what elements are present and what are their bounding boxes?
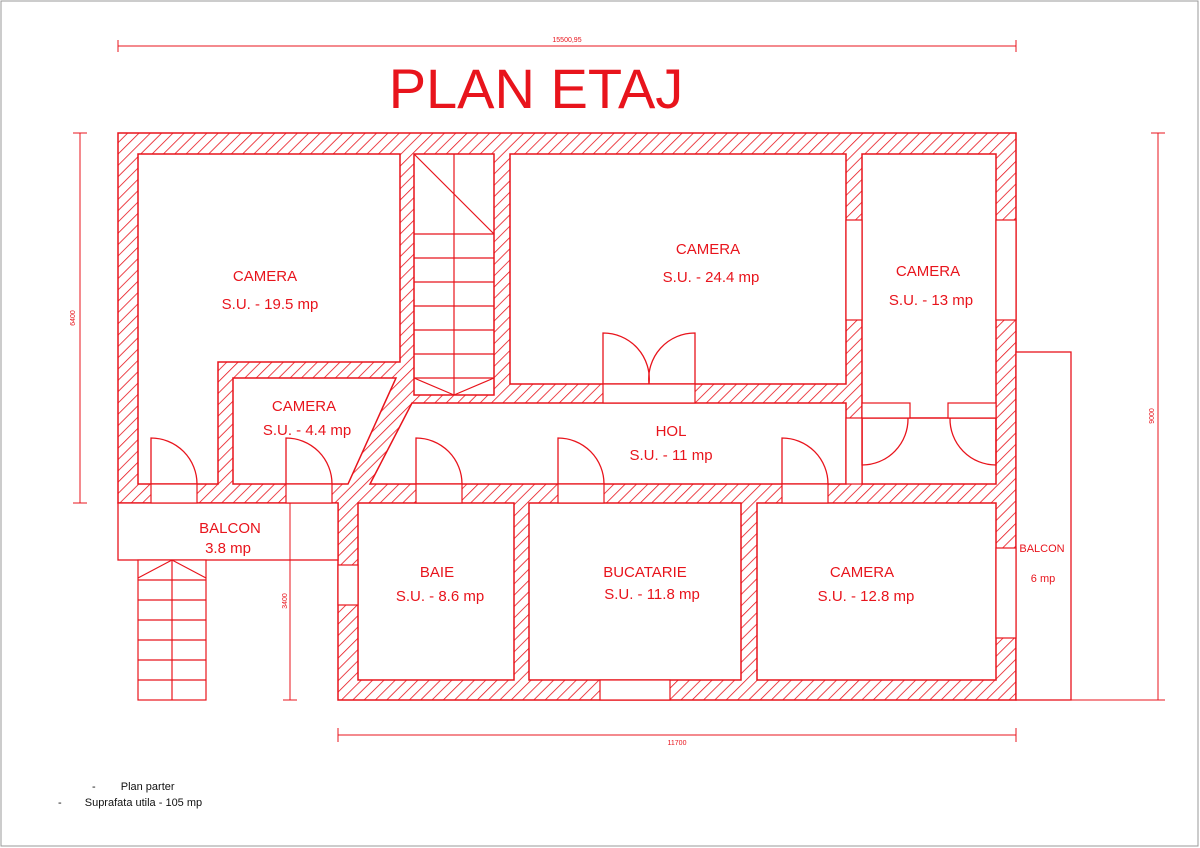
room-area: S.U. - 8.6 mp bbox=[396, 588, 484, 605]
room-area: S.U. - 11.8 mp bbox=[604, 586, 700, 603]
dim-top-total: 15500,95 bbox=[552, 37, 581, 44]
room-name: BAIE bbox=[420, 564, 454, 581]
room-area: 3.8 mp bbox=[205, 540, 251, 557]
balcony-right bbox=[1015, 351, 1072, 701]
room-name: CAMERA bbox=[896, 263, 960, 280]
room-area: S.U. - 4.4 mp bbox=[263, 422, 351, 439]
window-openings bbox=[337, 219, 1017, 701]
staircase-exterior bbox=[137, 559, 207, 701]
room-name: BUCATARIE bbox=[603, 564, 687, 581]
room-area: S.U. - 12.8 mp bbox=[818, 588, 915, 605]
plan-title: PLAN ETAJ bbox=[389, 57, 684, 120]
room-name: HOL bbox=[656, 423, 687, 440]
room-area: S.U. - 19.5 mp bbox=[222, 296, 319, 313]
dim-balcony-height: 3400 bbox=[282, 593, 289, 609]
note-text: Suprafata utila - 105 mp bbox=[84, 797, 203, 809]
staircase-main bbox=[413, 153, 495, 396]
dimension-lines bbox=[73, 40, 1165, 742]
door-gaps bbox=[150, 383, 997, 504]
room-area: S.U. - 24.4 mp bbox=[663, 269, 760, 286]
note-suprafata-utila: - Suprafata utila - 105 mp bbox=[58, 797, 202, 809]
room-labels: CAMERA S.U. - 19.5 mp CAMERA S.U. - 24.4… bbox=[199, 241, 1065, 605]
room-name: BALCON bbox=[199, 520, 261, 537]
note-plan-parter: - Plan parter bbox=[92, 781, 175, 793]
room-name: CAMERA bbox=[233, 268, 297, 285]
door-swings bbox=[150, 332, 997, 485]
balcony-left bbox=[117, 502, 339, 561]
dim-left-height: 6400 bbox=[70, 310, 77, 326]
room-name: CAMERA bbox=[676, 241, 740, 258]
room-name: CAMERA bbox=[830, 564, 894, 581]
note-dash: - bbox=[92, 781, 96, 793]
room-name: CAMERA bbox=[272, 398, 336, 415]
room-area: 6 mp bbox=[1031, 573, 1055, 585]
note-dash: - bbox=[58, 797, 62, 809]
dim-right-height: 9000 bbox=[1149, 408, 1156, 424]
note-text: Plan parter bbox=[120, 781, 175, 793]
room-area: S.U. - 11 mp bbox=[629, 447, 712, 464]
dim-bottom-total: 11700 bbox=[668, 740, 687, 747]
room-area: S.U. - 13 mp bbox=[889, 292, 973, 309]
room-name: BALCON bbox=[1019, 543, 1064, 555]
